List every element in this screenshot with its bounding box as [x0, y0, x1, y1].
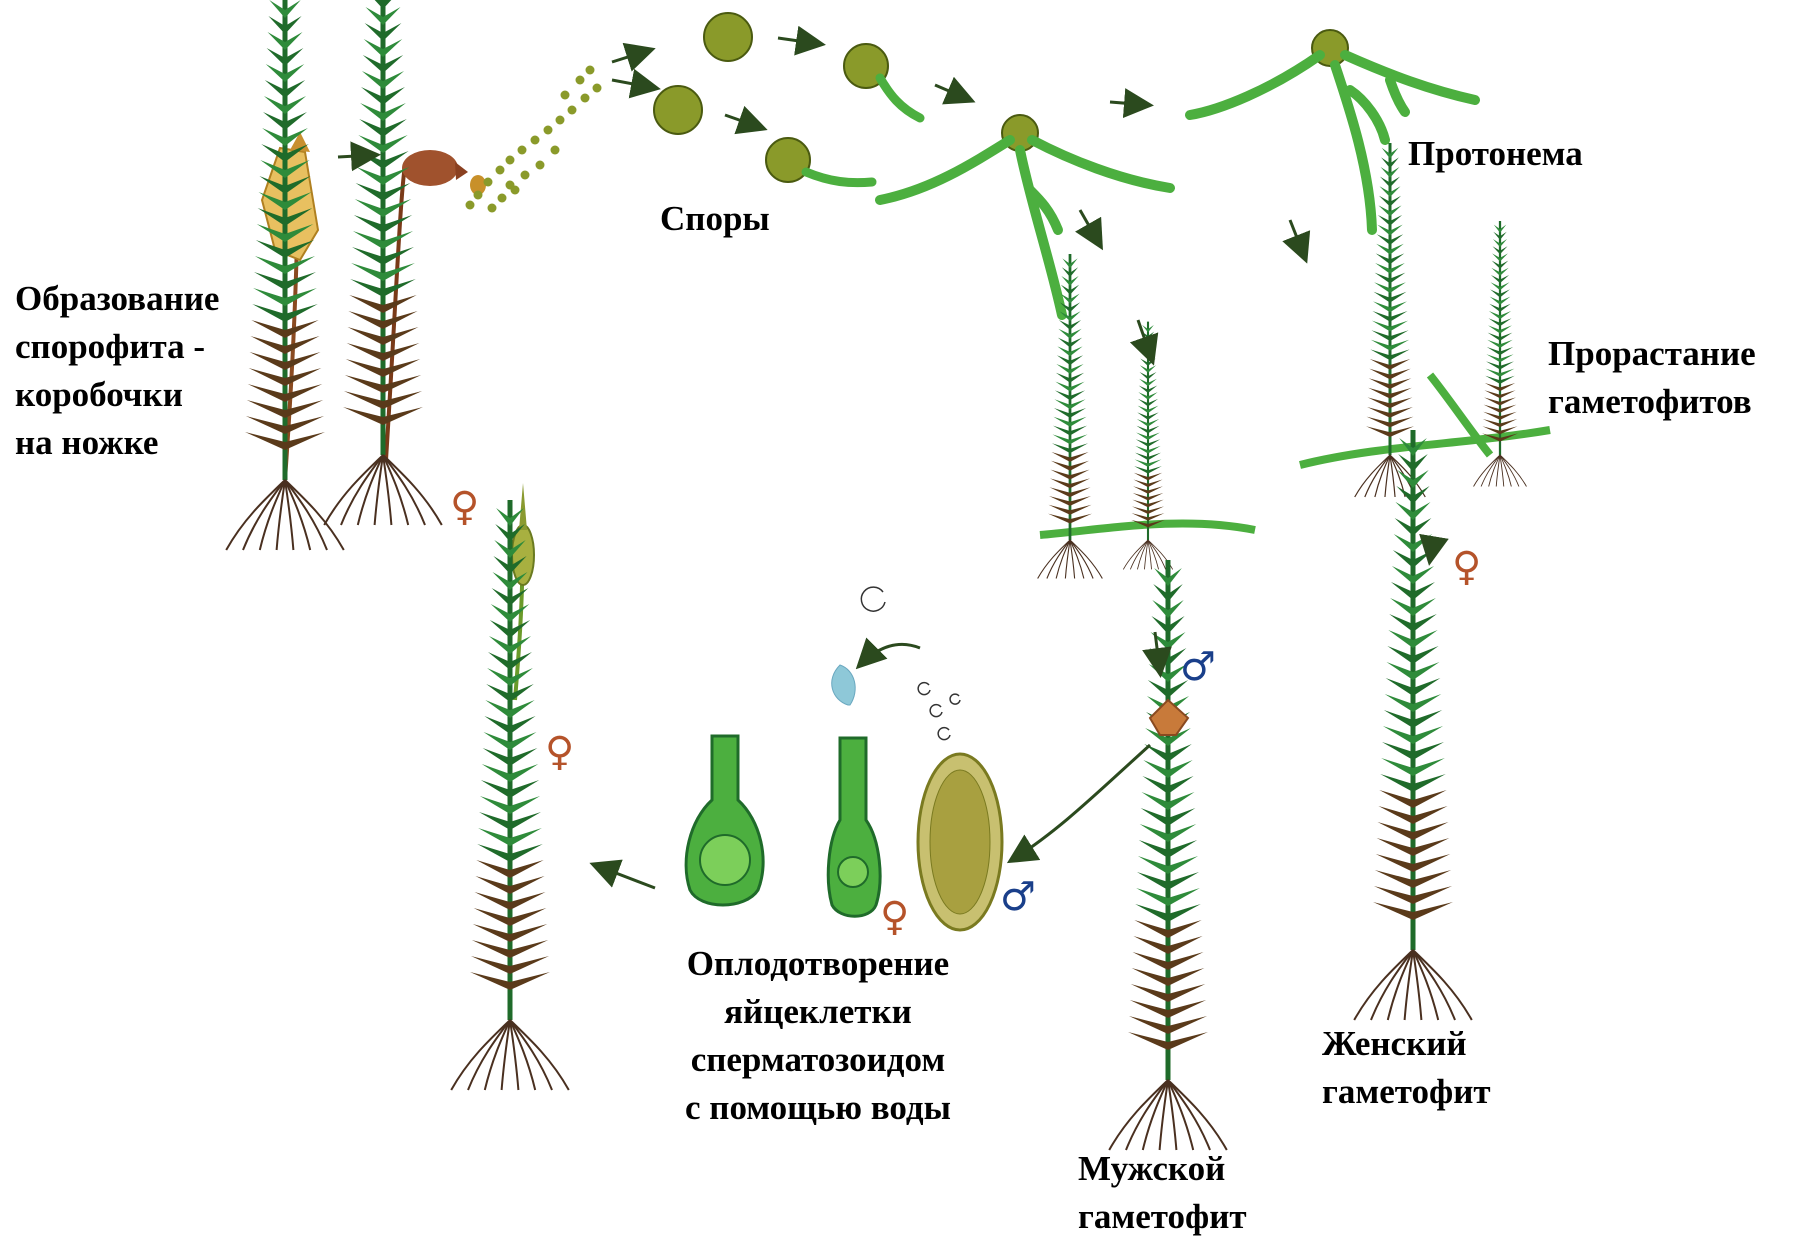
released-spores — [466, 66, 602, 213]
label-spores: Споры — [660, 195, 770, 243]
leafy-shoot — [226, 0, 344, 550]
label-protonema: Протонема — [1408, 130, 1583, 178]
young-sporophyte-plant — [451, 483, 569, 1090]
germinating-gametophytes-2 — [1300, 143, 1550, 497]
female-gametophyte-plant — [1354, 430, 1472, 1020]
sporophyte-plant-2 — [324, 0, 486, 525]
protonema-1 — [880, 115, 1170, 315]
female-symbol: ♀ — [545, 729, 574, 775]
female-symbol: ♀ — [880, 894, 909, 940]
label-female-gametophyte: Женский гаметофит — [1322, 1020, 1491, 1116]
label-fertilization: Оплодотворение яйцеклетки сперматозоидом… — [685, 940, 951, 1132]
male-symbol: ♂ — [1180, 644, 1216, 690]
female-symbol: ♀ — [450, 484, 479, 530]
label-gametophyte-germination: Прорастание гаметофитов — [1548, 330, 1756, 426]
male-symbol: ♂ — [1000, 874, 1036, 920]
germinating-gametophytes-1 — [1038, 254, 1255, 579]
leafy-shoot — [324, 0, 442, 525]
archegonium-2 — [828, 665, 880, 916]
female-symbol: ♀ — [1452, 544, 1481, 590]
label-male-gametophyte: Мужской гаметофит — [1078, 1145, 1247, 1241]
label-sporophyte-formation: Образование спорофита - коробочки на нож… — [15, 275, 219, 467]
archegonium-1 — [686, 736, 763, 905]
sperm-cells — [861, 587, 960, 739]
sporophyte-plant-1 — [226, 0, 344, 550]
antheridium — [918, 754, 1002, 930]
